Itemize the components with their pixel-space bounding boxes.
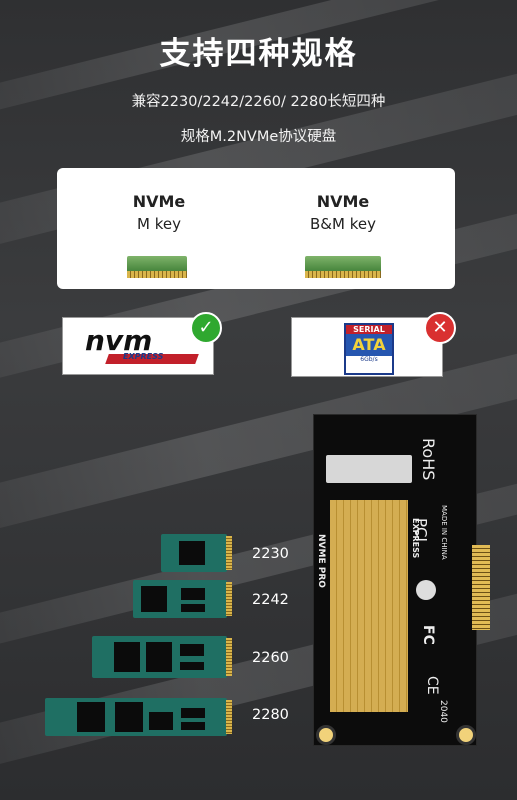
ce-label: CE	[424, 676, 440, 695]
bm-key-label: NVMe B&M key	[263, 192, 423, 233]
m-key-label: NVMe M key	[79, 192, 239, 233]
m2-slot	[326, 455, 412, 483]
size-label-2260: 2260	[252, 650, 289, 666]
size-label-2242: 2242	[252, 592, 289, 608]
mount-hole	[456, 725, 476, 745]
sata-logo-sub: 6Gb/s	[360, 356, 378, 363]
ssd-2230-image	[161, 534, 232, 572]
page-title: 支持四种规格	[159, 36, 358, 72]
m-key-module-image	[127, 256, 187, 278]
unsupported-x-icon: ✕	[424, 312, 456, 344]
pcie-gold-fingers	[472, 545, 490, 630]
ssd-2260-image	[92, 636, 232, 678]
nvme-logo-badge: nvm EXPRESS	[62, 317, 214, 375]
m-key-name: NVMe	[132, 192, 186, 211]
bm-key-type: B&M key	[310, 215, 376, 233]
code-label: 2040	[438, 700, 448, 723]
key-type-card: NVMe M key NVMe B&M key	[57, 168, 455, 289]
express-label: EXPRESS	[411, 518, 420, 559]
made-in-label: MADE IN CHINA	[440, 505, 448, 560]
size-label-2230: 2230	[252, 546, 289, 562]
capacitor-icon	[416, 580, 436, 600]
nvme-logo-sub: EXPRESS	[123, 352, 164, 361]
sata-logo-badge: SERIAL ATA 6Gb/s	[291, 317, 443, 377]
nvme-pro-label: NVME PRO	[316, 534, 326, 588]
sata-logo-top: SERIAL	[346, 325, 392, 334]
rohs-label: RoHS	[419, 438, 438, 481]
ssd-2280-image	[45, 698, 232, 736]
fc-label: FC	[420, 625, 436, 645]
bm-key-module-image	[305, 256, 381, 278]
nvme-logo-text: nvm	[85, 324, 153, 357]
m-key-type: M key	[137, 215, 181, 233]
supported-check-icon: ✓	[190, 312, 222, 344]
mount-hole	[316, 725, 336, 745]
subtitle-line-1: 兼容2230/2242/2260/ 2280长短四种	[131, 94, 386, 110]
heatsink-plate	[330, 500, 408, 712]
sata-logo-main: ATA	[346, 334, 392, 356]
ssd-2242-image	[133, 580, 232, 618]
bm-key-name: NVMe	[316, 192, 370, 211]
sata-logo-frame: SERIAL ATA 6Gb/s	[344, 323, 394, 375]
subtitle-line-2: 规格M.2NVMe协议硬盘	[180, 129, 337, 145]
size-label-2280: 2280	[252, 707, 289, 723]
